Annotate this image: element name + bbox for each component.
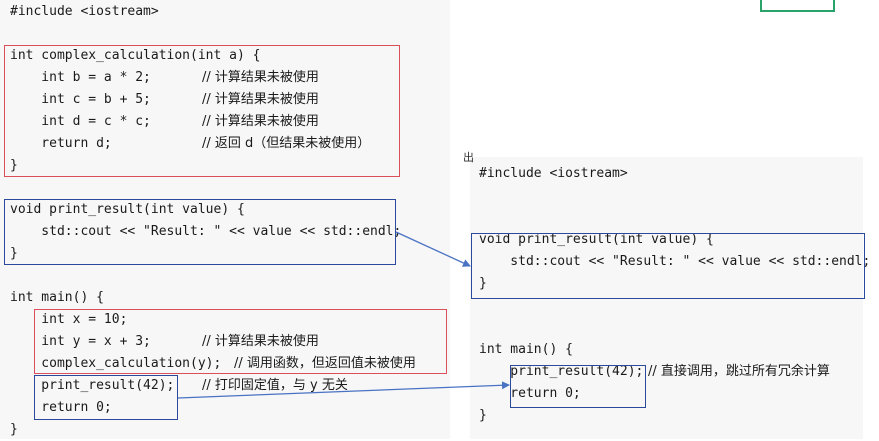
complex-line-2-comment: // 计算结果未被使用 — [202, 92, 319, 107]
left-main-close: } — [10, 422, 18, 437]
complex-line-2-code: int c = b + 5; — [10, 92, 151, 107]
right-print-signature: void print_result(int value) { — [479, 232, 714, 247]
complex-line-4-code: return d; — [10, 136, 112, 151]
redundant-calls-highlight — [34, 309, 447, 374]
complex-line-1-comment: // 计算结果未被使用 — [202, 70, 319, 85]
complex-signature: int complex_calculation(int a) { — [10, 48, 261, 63]
right-main-line-2-code: return 0; — [479, 386, 581, 401]
right-print-call-highlight — [510, 365, 646, 408]
left-main-line-4-comment: // 打印固定值，与 y 无关 — [202, 378, 348, 393]
left-print-body: std::cout << "Result: " << value << std:… — [10, 224, 402, 239]
left-main-line-4-code: print_result(42); — [10, 378, 175, 393]
left-print-signature: void print_result(int value) { — [10, 202, 245, 217]
left-main-line-3-code: complex_calculation(y); — [10, 356, 222, 371]
right-main-close: } — [479, 408, 487, 423]
right-print-highlight — [471, 233, 865, 299]
left-code-panel — [0, 0, 450, 439]
complex-line-3-comment: // 计算结果未被使用 — [202, 114, 319, 129]
left-main-signature: int main() { — [10, 290, 104, 305]
left-main-line-3-comment: // 调用函数，但返回值未被使用 — [234, 356, 416, 371]
complex-line-4-comment: // 返回 d（但结果未被使用） — [202, 136, 371, 151]
left-include-line: #include <iostream> — [10, 4, 159, 19]
left-print-call-highlight — [34, 375, 178, 420]
left-print-highlight — [4, 199, 396, 265]
left-print-close: } — [10, 246, 18, 261]
left-main-line-2-code: int y = x + 3; — [10, 334, 151, 349]
left-main-line-5-code: return 0; — [10, 400, 112, 415]
left-main-line-2-comment: // 计算结果未被使用 — [202, 334, 319, 349]
complex-close-brace: } — [10, 158, 18, 173]
right-print-close: } — [479, 276, 487, 291]
complex-line-3-code: int d = c * c; — [10, 114, 151, 129]
right-main-signature: int main() { — [479, 342, 573, 357]
right-main-line-1-code: print_result(42); — [479, 364, 644, 379]
partial-green-frame — [760, 0, 835, 12]
left-main-line-1-code: int x = 10; — [10, 312, 128, 327]
right-include-line: #include <iostream> — [479, 166, 628, 181]
complex-function-highlight — [4, 45, 400, 177]
right-main-line-1-comment: // 直接调用，跳过所有冗余计算 — [648, 364, 830, 379]
right-print-body: std::cout << "Result: " << value << std:… — [479, 254, 871, 269]
stray-glyph: 出 — [463, 151, 474, 164]
complex-line-1-code: int b = a * 2; — [10, 70, 151, 85]
